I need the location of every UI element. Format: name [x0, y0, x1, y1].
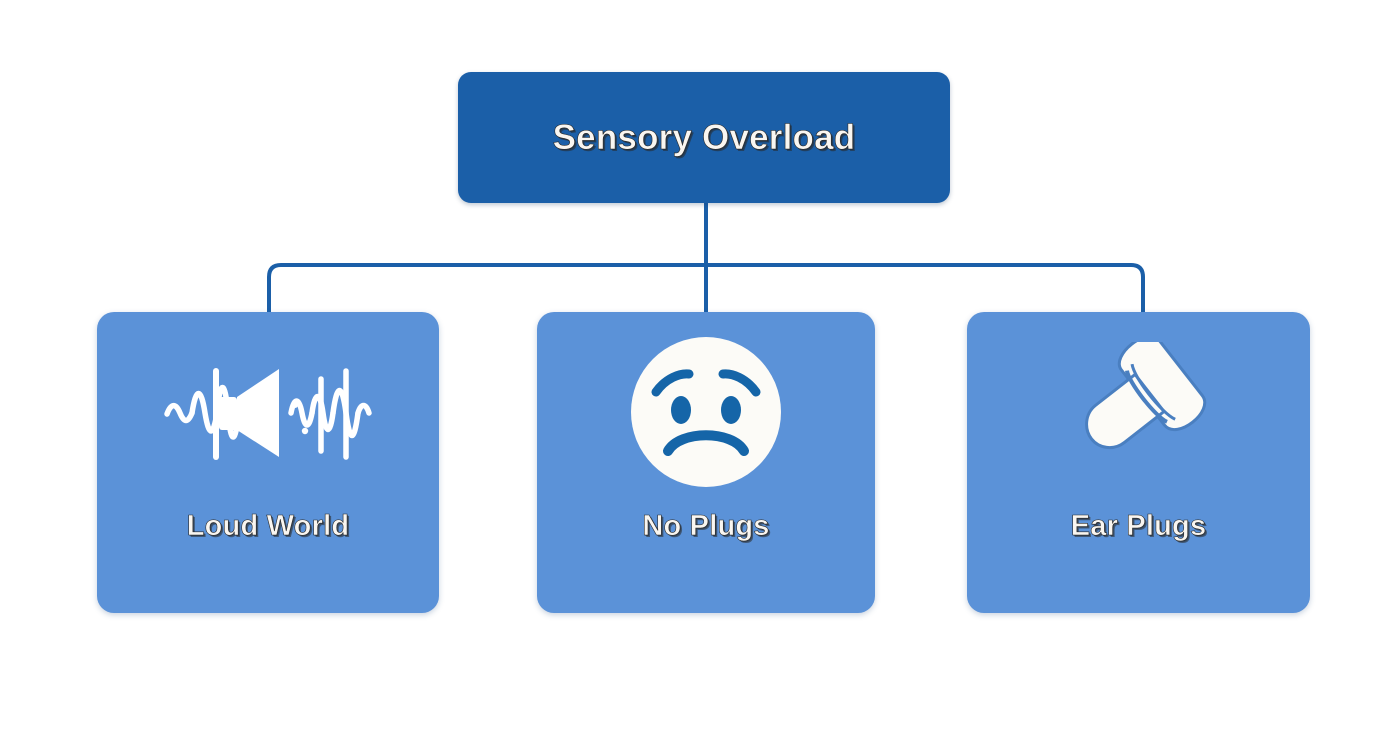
connector-bus-to-ear-plugs	[704, 263, 1145, 314]
icon-slot-ear-plugs	[967, 332, 1310, 492]
worried-face-icon	[631, 337, 781, 487]
node-root-label: Sensory Overload	[552, 117, 856, 157]
node-ear-plugs[interactable]: Ear Plugs	[967, 312, 1310, 613]
icon-slot-loud-world	[97, 332, 439, 492]
icon-slot-no-plugs	[537, 332, 875, 492]
node-ear-plugs-label: Ear Plugs	[1070, 510, 1207, 543]
node-no-plugs[interactable]: No Plugs	[537, 312, 875, 613]
node-no-plugs-label: No Plugs	[642, 510, 770, 543]
speaker-waveform-icon	[163, 368, 372, 460]
node-sensory-overload[interactable]: Sensory Overload	[458, 72, 950, 203]
ear-plug-icon	[1084, 342, 1206, 450]
connector-bus-to-loud-world	[267, 263, 708, 314]
node-loud-world[interactable]: Loud World	[97, 312, 439, 613]
node-loud-world-label: Loud World	[186, 510, 350, 543]
